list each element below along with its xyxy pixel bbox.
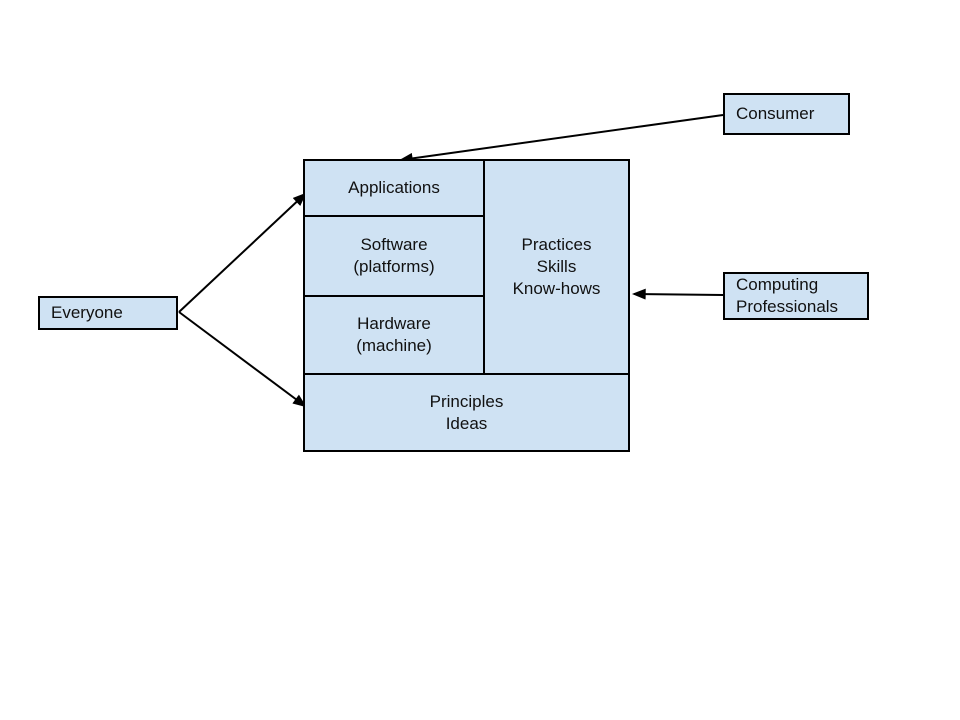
box-practices-skills-knowhows: Practices Skills Know-hows (483, 159, 630, 375)
box-principles-ideas: Principles Ideas (303, 373, 630, 452)
box-hardware-machine: Hardware (machine) (303, 295, 485, 375)
applications-label: Applications (348, 178, 440, 197)
computing-professionals-label-line2: Professionals (736, 297, 839, 316)
software-label-line1: Software (360, 235, 428, 254)
hardware-label-line2: (machine) (356, 336, 432, 355)
arrow-everyone-to-principles (178, 311, 307, 408)
arrow-computing-professionals-to-practices (631, 288, 724, 300)
practices-label-line3: Know-hows (512, 279, 601, 298)
arrow-everyone-to-applications (178, 192, 307, 313)
practices-label-line1: Practices (521, 235, 592, 254)
everyone-label: Everyone (51, 303, 123, 322)
box-applications: Applications (303, 159, 485, 217)
arrow-consumer-to-applications (398, 114, 724, 164)
hardware-label-line1: Hardware (357, 314, 431, 333)
principles-label-line1: Principles (429, 391, 504, 411)
box-computing-professionals: Computing Professionals (723, 272, 869, 320)
consumer-label: Consumer (736, 104, 815, 123)
computing-professionals-label-line1: Computing (736, 275, 819, 294)
software-label-line2: (platforms) (353, 257, 435, 276)
practices-label-line2: Skills (536, 257, 577, 276)
principles-label-line2: Ideas (445, 413, 488, 433)
box-consumer: Consumer (723, 93, 850, 135)
box-software-platforms: Software (platforms) (303, 215, 485, 297)
box-everyone: Everyone (38, 296, 178, 330)
